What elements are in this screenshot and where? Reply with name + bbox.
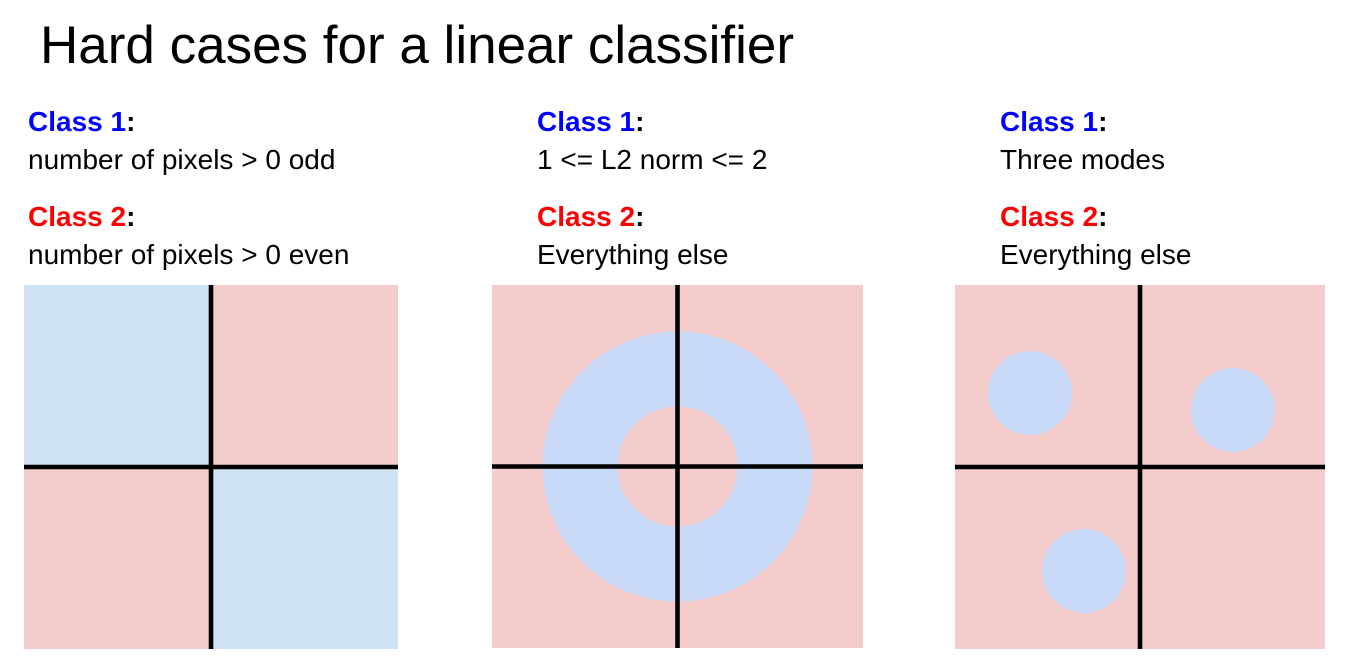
quadrant-bottom-left — [24, 467, 211, 649]
class1-label: Class 1: — [1000, 105, 1107, 139]
class1-label-text: Class 1 — [1000, 106, 1099, 137]
class1-label-colon: : — [635, 106, 645, 137]
class1-label-colon: : — [126, 106, 136, 137]
class2-description: Everything else — [537, 239, 729, 270]
panel-three-modes: Class 1: Three modes Class 2: Everything… — [955, 0, 1325, 657]
mode-circle-2 — [1191, 368, 1275, 452]
class1-label-text: Class 1 — [28, 106, 127, 137]
class1-description: Three modes — [1000, 144, 1165, 175]
quadrant-bottom-right — [211, 467, 398, 649]
class2-description: Everything else — [1000, 239, 1192, 270]
class1-label: Class 1: — [537, 105, 644, 139]
class2-label: Class 2: — [537, 200, 644, 234]
class2-label-colon: : — [635, 201, 645, 232]
class1-description: 1 <= L2 norm <= 2 — [537, 144, 768, 175]
quadrant-top-left — [24, 285, 211, 467]
page-title: Hard cases for a linear classifier — [40, 16, 795, 75]
class2-label-text: Class 2 — [537, 201, 636, 232]
diagram-quadrants — [24, 285, 398, 649]
class1-label-text: Class 1 — [537, 106, 636, 137]
class2-label-text: Class 2 — [28, 201, 127, 232]
class1-description: number of pixels > 0 odd — [28, 144, 336, 175]
class2-label-text: Class 2 — [1000, 201, 1099, 232]
class2-label: Class 2: — [28, 200, 135, 234]
class2-label-colon: : — [126, 201, 136, 232]
class1-label-colon: : — [1098, 106, 1108, 137]
class1-label: Class 1: — [28, 105, 135, 139]
panel-parity: Class 1: number of pixels > 0 odd Class … — [24, 0, 398, 657]
class2-label: Class 2: — [1000, 200, 1107, 234]
diagram-annulus — [492, 285, 863, 648]
class2-description: number of pixels > 0 even — [28, 239, 350, 270]
quadrant-top-right — [211, 285, 398, 467]
class2-label-colon: : — [1098, 201, 1108, 232]
mode-circle-1 — [988, 351, 1072, 435]
diagram-three-modes — [955, 285, 1325, 649]
panel-l2-norm: Class 1: 1 <= L2 norm <= 2 Class 2: Ever… — [492, 0, 863, 657]
mode-circle-3 — [1042, 529, 1126, 613]
